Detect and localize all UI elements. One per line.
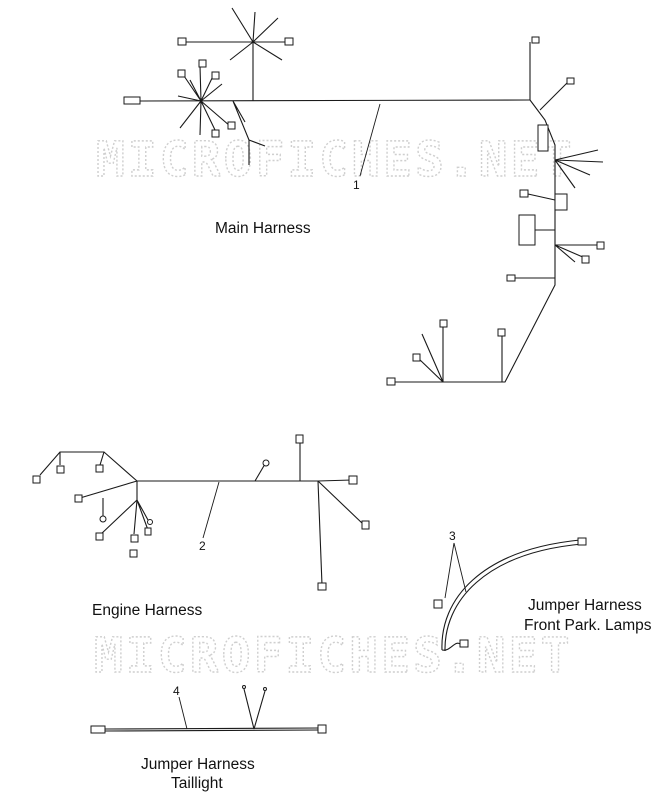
jumper-harness-front-park-lamps	[433, 537, 587, 652]
callout-2: 2	[199, 539, 206, 553]
callout-4: 4	[173, 684, 180, 698]
callout-3: 3	[449, 529, 456, 543]
watermark-bottom: MICROFICHES.NET	[94, 628, 572, 684]
watermark-top: MICROFICHES.NET	[96, 132, 574, 188]
label-front-park-lamps-line2: Front Park. Lamps	[524, 617, 652, 634]
label-engine-harness: Engine Harness	[92, 602, 203, 619]
label-taillight-line2: Taillight	[171, 775, 223, 792]
engine-harness	[32, 434, 370, 591]
main-harness	[123, 7, 605, 386]
callout-1: 1	[353, 178, 360, 192]
label-taillight-line1: Jumper Harness	[141, 756, 255, 773]
jumper-harness-taillight	[90, 685, 327, 734]
label-front-park-lamps-line1: Jumper Harness	[528, 597, 642, 614]
label-main-harness: Main Harness	[215, 220, 311, 237]
